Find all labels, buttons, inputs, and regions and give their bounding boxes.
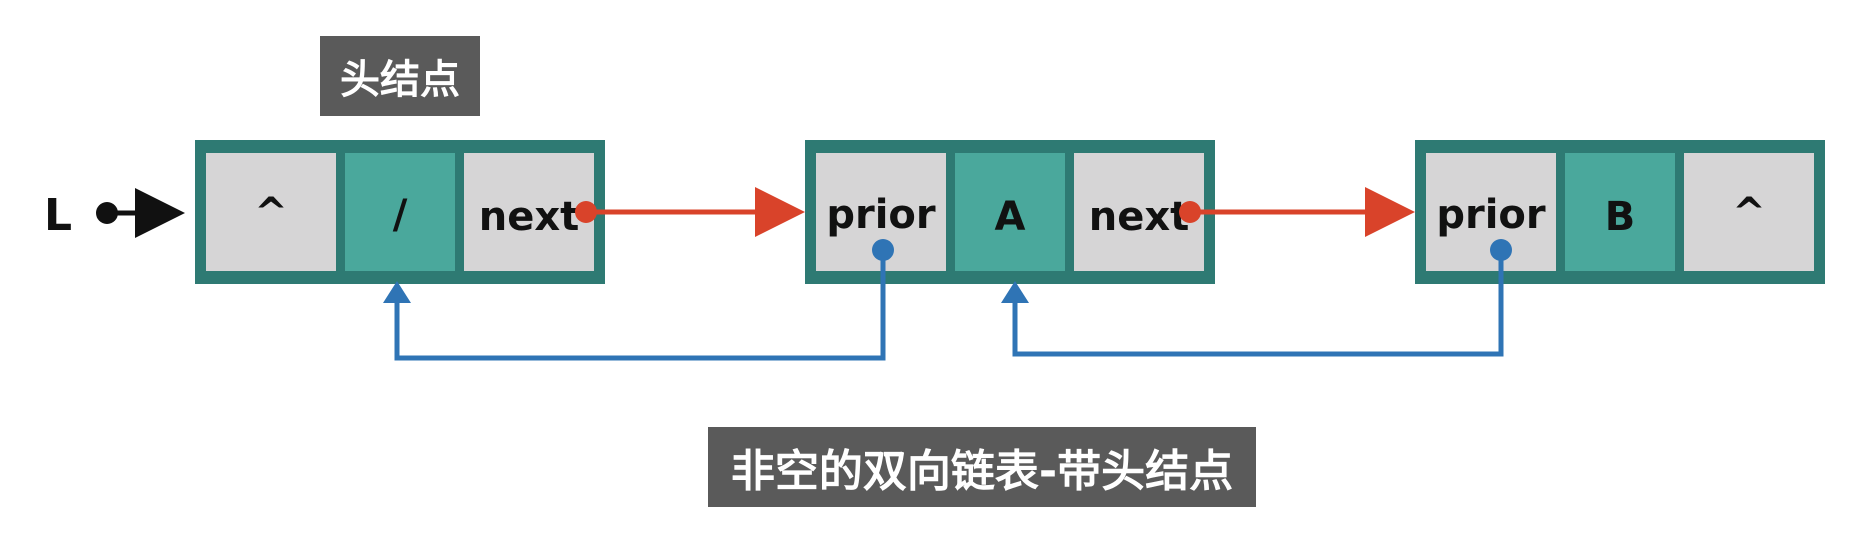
node-b-next-text: ^ xyxy=(1732,190,1766,236)
next-pointer-dot-head xyxy=(575,201,597,223)
prior-pointer-dot-b xyxy=(1490,239,1512,261)
node-b-data-text: B xyxy=(1605,194,1636,240)
next-pointer-dot-a xyxy=(1179,201,1201,223)
head-node-prior-field xyxy=(206,153,336,271)
head-node-next-text: next xyxy=(479,194,580,240)
prior-arrow-b-to-a xyxy=(1012,250,1504,357)
prior-arrowhead-head xyxy=(383,281,411,303)
head-node-label: 头结点 xyxy=(320,36,480,116)
node-a: prior A next xyxy=(805,140,1215,284)
node-b-data-field xyxy=(1565,153,1675,271)
head-node-prior-text: ^ xyxy=(254,190,288,236)
node-b: prior B ^ xyxy=(1415,140,1825,284)
node-a-next-text: next xyxy=(1089,194,1190,240)
diagram-caption: 非空的双向链表-带头结点 xyxy=(708,427,1256,507)
node-b-prior-text: prior xyxy=(1436,192,1546,238)
list-pointer-label: L xyxy=(44,190,72,241)
head-node-data-field xyxy=(345,153,455,271)
head-node-next-field xyxy=(464,153,594,271)
prior-arrow-a-to-head xyxy=(394,250,886,361)
prior-arrowhead-a xyxy=(1001,281,1029,303)
node-b-next-field xyxy=(1684,153,1814,271)
node-a-data-text: A xyxy=(995,194,1026,240)
prior-pointer-dot-a xyxy=(872,239,894,261)
head-node: ^ / next xyxy=(195,140,605,284)
head-node-data-text: / xyxy=(393,192,408,238)
node-a-data-field xyxy=(955,153,1065,271)
node-a-prior-text: prior xyxy=(826,192,936,238)
